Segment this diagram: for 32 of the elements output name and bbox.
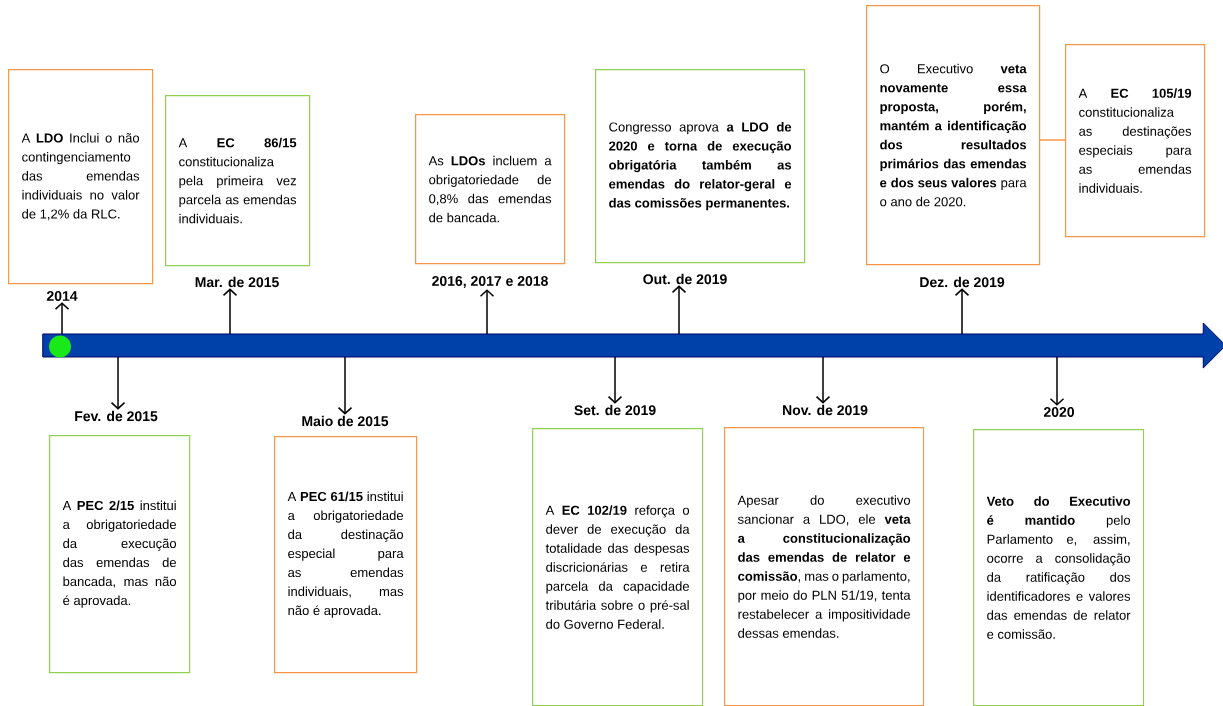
arrow <box>337 356 353 415</box>
event-box: A EC 102/19 reforça o dever de execução da totalidade das despesas discricionárias e retira parcela da capacidade tributária sobre o pré-sal do Governo Federal. <box>532 428 704 706</box>
event-box: A EC 86/15 constitucionaliza pela primeira vez parcela as emendas individuais. <box>165 95 311 267</box>
arrow <box>954 288 970 335</box>
date-label: Nov. de 2019 <box>783 404 868 416</box>
arrow <box>607 356 623 404</box>
date-label: Maio de 2015 <box>302 415 389 427</box>
timeline-arrow <box>42 322 1223 369</box>
date-label: Fev. de 2015 <box>75 410 158 422</box>
arrow <box>815 356 831 404</box>
date-label: Mar. de 2015 <box>195 276 279 288</box>
event-box: Veto do Executivo é mantido pelo Parlamento e, assim, ocorre a consolidação da ratificação dos identificadores e valores das emendas de relator e comissão. <box>973 429 1145 706</box>
arrow <box>54 302 70 335</box>
date-label: Out. de 2019 <box>643 273 727 285</box>
date-label: 2020 <box>1043 407 1074 417</box>
arrow <box>671 285 687 335</box>
arrow <box>222 288 238 335</box>
event-box: A PEC 61/15 institui a obrigatoriedade da destinação especial para as emendas individuais, mas não é aprovada. <box>274 436 418 674</box>
event-box: A EC 105/19 constitucionaliza as destinações especiais para as emendas individuais. <box>1065 44 1206 238</box>
event-box: Apesar do executivo sancionar a LDO, ele veta a constitucionalização das emendas de relator e comissão, mas o parlamento, por meio do PLN 51/19, tenta restabelecer a impositividade dessas emendas. <box>724 427 925 706</box>
event-box: Congresso aprova a LDO de 2020 e torna de execução obrigatória também as emendas do relator-geral e das comissões permanentes. <box>595 69 806 264</box>
arrow <box>479 289 495 335</box>
date-label: 2016, 2017 e 2018 <box>432 276 548 288</box>
date-label: Dez. de 2019 <box>920 276 1005 288</box>
arrow <box>110 356 126 410</box>
arrow <box>1049 356 1065 406</box>
event-box: O Executivo veta novamente essa proposta, porém, mantém a identificação dos resultados primários das emendas e dos seus valores para o ano de 2020. <box>866 5 1041 266</box>
event-box: A LDO Inclui o não contingenciamento das emendas individuais no valor de 1,2% da RLC. <box>8 69 154 285</box>
date-label: 2014 <box>46 291 78 301</box>
event-box: A PEC 2/15 institui a obrigatoriedade da execução das emendas de bancada, mas não é aprovada. <box>49 435 191 674</box>
event-box: As LDOs incluem a obrigatoriedade de 0,8% das emendas de bancada. <box>415 114 566 265</box>
date-label: Set. de 2019 <box>574 404 656 416</box>
